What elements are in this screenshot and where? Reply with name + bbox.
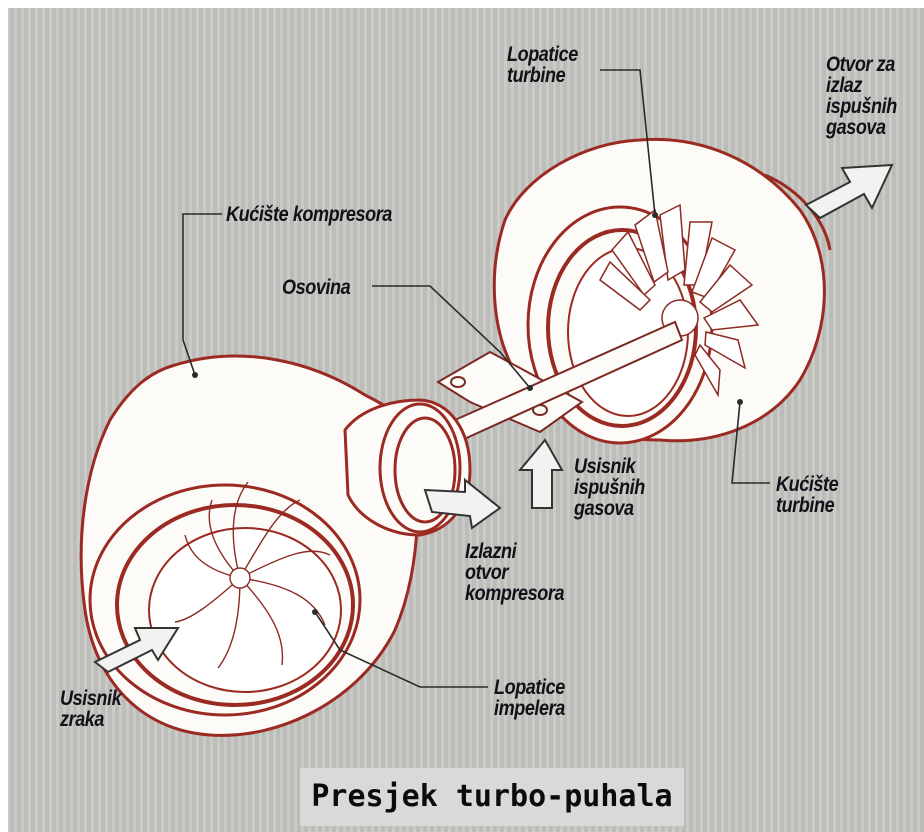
label-compressor-outlet: Izlazni otvor kompresora: [465, 541, 564, 604]
label-impeller-blades: Lopatice impelera: [494, 677, 565, 719]
label-exhaust-outlet: Otvor za izlaz ispušnih gasova: [826, 54, 897, 138]
label-shaft: Osovina: [282, 277, 350, 298]
label-turbine-blades: Lopatice turbine: [507, 44, 578, 86]
caption-box: Presjek turbo-puhala: [300, 768, 684, 826]
diagram-caption: Presjek turbo-puhala: [300, 768, 684, 826]
label-compressor-housing: Kućište kompresora: [226, 204, 392, 225]
label-exhaust-inlet: Usisnik ispušnih gasova: [574, 456, 645, 519]
label-air-inlet: Usisnik zraka: [60, 688, 121, 730]
label-turbine-housing: Kućište turbine: [776, 474, 838, 516]
